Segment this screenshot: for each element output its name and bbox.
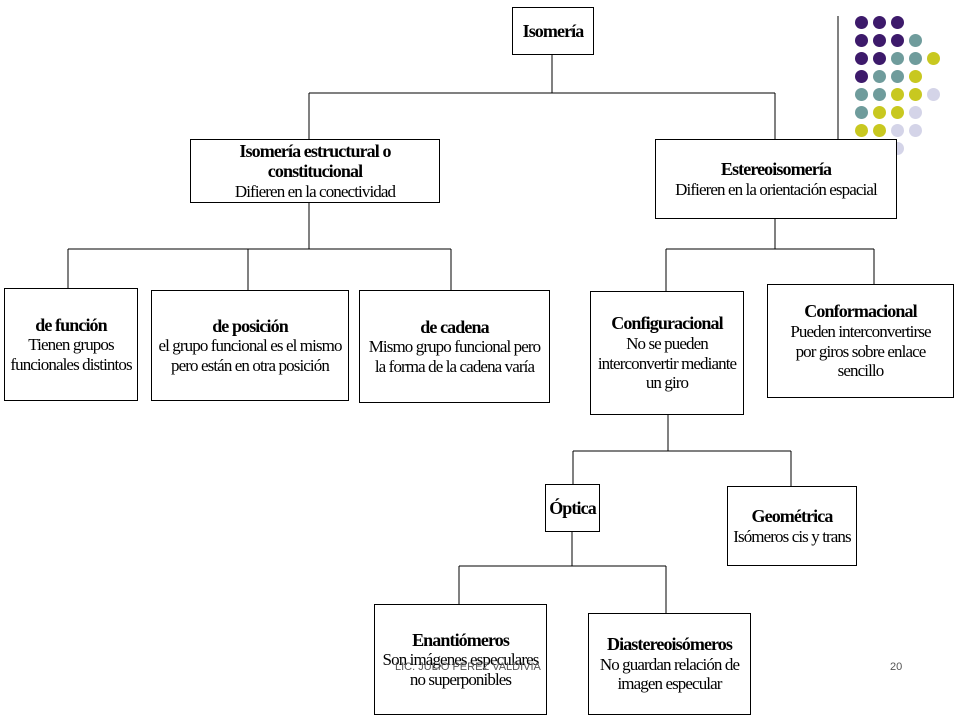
node-configuracional-title: Configuracional: [611, 313, 723, 334]
node-conformacional-desc-2: por giros sobre enlace sencillo: [795, 341, 927, 381]
node-cadena-title: de cadena: [420, 316, 489, 337]
node-enantiomeros-desc-2: no superponibles: [409, 669, 512, 689]
decorative-dot: [873, 34, 886, 47]
decorative-dot: [891, 34, 904, 47]
node-enantiomeros-title: Enantiómeros: [412, 629, 510, 650]
node-estructural-title: Isomería estructural o constitucional: [239, 140, 391, 182]
node-geometrica: Geométrica Isómeros cis y trans: [727, 486, 857, 566]
node-posicion-desc-1: el grupo funcional es el mismo: [158, 336, 342, 356]
node-estereo-title: Estereoisomería: [720, 158, 832, 179]
decorative-dot: [855, 124, 868, 137]
node-optica-title: Óptica: [549, 497, 597, 518]
node-de-cadena: de cadena Mismo grupo funcional pero la …: [359, 290, 550, 403]
decorative-dot: [909, 124, 922, 137]
node-conformacional-title: Conformacional: [804, 301, 917, 322]
decorative-dot: [891, 52, 904, 65]
decorative-dot: [873, 124, 886, 137]
node-isomeria-title: Isomería: [522, 20, 585, 41]
decorative-dot: [909, 88, 922, 101]
decorative-dot: [873, 16, 886, 29]
node-funcion-desc-1: Tienen grupos: [28, 335, 114, 355]
node-posicion-title: de posición: [212, 315, 289, 336]
footer-author: LIC. JULIO PEREZ VALDIVIA: [395, 661, 541, 673]
decorative-dot: [927, 88, 940, 101]
decorative-dot: [855, 70, 868, 83]
decorative-dot: [891, 16, 904, 29]
node-enantiomeros-desc-1: Son imágenes especulares: [382, 650, 540, 670]
node-geometrica-desc: Isómeros cis y trans: [733, 526, 851, 546]
node-isomeria-estructural: Isomería estructural o constitucional Di…: [190, 139, 440, 203]
node-cadena-desc-1: Mismo grupo funcional pero: [368, 337, 542, 357]
node-optica: Óptica: [545, 484, 600, 532]
node-isomeria: Isomería: [512, 7, 594, 55]
decorative-dot: [873, 106, 886, 119]
node-diastereo-title: Diastereoisómeros: [607, 634, 733, 655]
node-diastereo-desc-1: No guardan relación de: [599, 654, 740, 674]
decorative-dot: [909, 34, 922, 47]
decorative-dot: [909, 52, 922, 65]
node-conformacional: Conformacional Pueden interconvertirse p…: [767, 284, 954, 398]
decorative-dot: [855, 52, 868, 65]
node-posicion-desc-2: pero están en otra posición: [171, 355, 330, 375]
decorative-dot: [873, 52, 886, 65]
node-diastereoisomeros: Diastereoisómeros No guardan relación de…: [588, 613, 751, 715]
node-enantiomeros: Enantiómeros Son imágenes especulares no…: [374, 604, 547, 715]
node-conformacional-desc-1: Pueden interconvertirse: [790, 322, 931, 342]
node-configuracional: Configuracional No se pueden interconver…: [590, 291, 744, 415]
node-de-posicion: de posición el grupo funcional es el mis…: [151, 290, 349, 401]
decorative-dot: [909, 70, 922, 83]
node-funcion-title: de función: [35, 314, 107, 335]
decorative-dot: [855, 34, 868, 47]
node-funcion-desc-2: funcionales distintos: [10, 354, 132, 374]
node-cadena-desc-2: la forma de la cadena varía: [374, 356, 535, 376]
node-estereo-desc: Difieren en la orientación espacial: [675, 179, 878, 199]
node-de-funcion: de función Tienen grupos funcionales dis…: [4, 288, 138, 401]
decorative-dot: [855, 106, 868, 119]
node-geometrica-title: Geométrica: [751, 505, 834, 526]
decorative-dot: [891, 106, 904, 119]
decorative-dot: [873, 70, 886, 83]
node-configuracional-desc-3: un giro: [645, 373, 689, 393]
node-estructural-desc: Difieren en la conectividad: [234, 181, 396, 201]
decorative-dot: [891, 88, 904, 101]
decorative-dot: [927, 52, 940, 65]
decorative-dot: [855, 16, 868, 29]
decorative-dot: [855, 88, 868, 101]
node-configuracional-desc-2: interconvertir mediante: [597, 353, 737, 373]
decorative-dot: [891, 124, 904, 137]
decorative-dot: [909, 106, 922, 119]
footer-page-number: 20: [890, 661, 903, 673]
node-configuracional-desc-1: No se pueden: [626, 334, 709, 354]
node-estereoisomeria: Estereoisomería Difieren en la orientaci…: [655, 139, 897, 219]
node-diastereo-desc-2: imagen especular: [617, 674, 722, 694]
decorative-dot: [891, 70, 904, 83]
decorative-dot: [873, 88, 886, 101]
